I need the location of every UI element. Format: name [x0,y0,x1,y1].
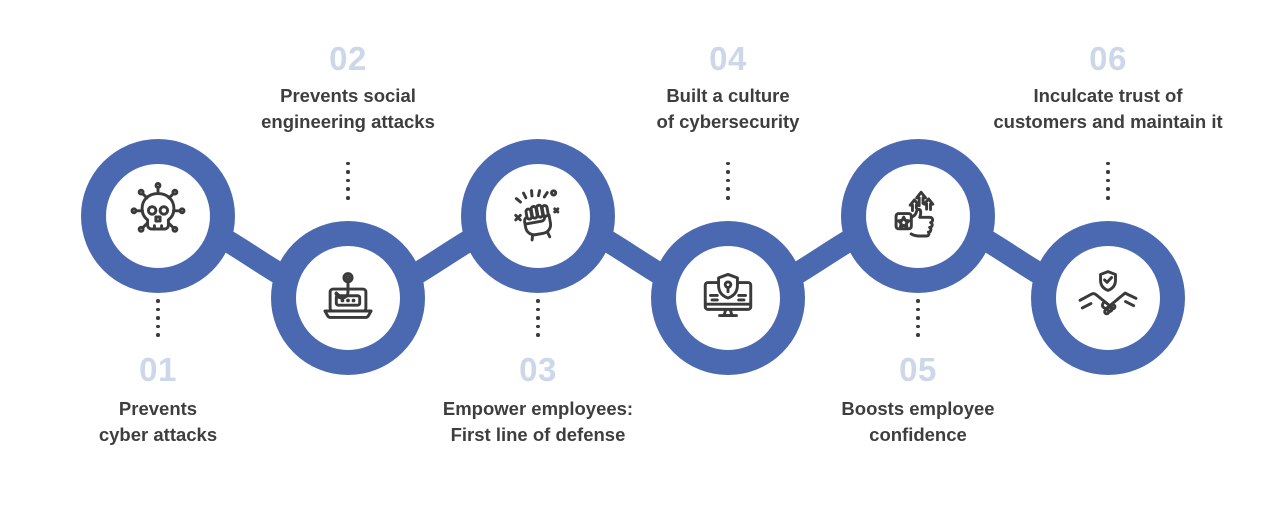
step-number: 02 [329,40,367,77]
step-label-line2: cyber attacks [98,424,218,446]
dotted-connector [178,161,518,200]
step-circle [271,221,425,375]
step-label-line1: Prevents social [280,85,416,106]
step-label-line1: Empower employees: [442,397,634,419]
step-06: 06 Inculcate trust of customers and main… [938,42,1278,200]
step-label-line1: Prevents [118,397,198,419]
step-circle [841,139,995,293]
virus-skull-icon [130,182,186,233]
step-number: 01 [139,350,177,388]
step-05: 05 Boosts employee confidence [748,299,1088,449]
thumbs-up-boost-icon [894,190,935,238]
step-label-line1: Boosts employee [841,397,995,419]
step-circle [1031,221,1185,375]
step-number: 05 [899,350,937,388]
step-label-line2: engineering attacks [261,111,435,133]
step-label-line2: confidence [869,424,967,446]
step-label-line2: First line of defense [450,424,626,446]
dotted-connector [0,299,328,337]
step-label-line2: customers and maintain it [993,111,1223,133]
trust-handshake-icon [1078,270,1138,316]
secure-monitor-icon [703,272,753,318]
step-label-line2: of cybersecurity [656,111,800,133]
empowerment-fist-icon [514,189,560,242]
step-label-line1: Built a culture [666,85,790,106]
step-label: Built a culture of cybersecurity [558,83,898,136]
step-02: 02 Prevents social engineering attacks [178,42,518,200]
step-number: 06 [1089,40,1127,77]
step-01: 01 Prevents cyber attacks [0,299,328,449]
dotted-connector [558,161,898,200]
dotted-connector [368,299,708,337]
dotted-connector [938,161,1278,200]
step-number: 03 [519,350,557,388]
step-04: 04 Built a culture of cybersecurity [558,42,898,200]
step-label: Prevents social engineering attacks [178,83,518,136]
step-label: Prevents cyber attacks [0,396,328,449]
step-label-line1: Inculcate trust of [1033,85,1183,106]
step-03: 03 Empower employees: First line of defe… [368,299,708,449]
step-label: Empower employees: First line of defense [368,396,708,449]
phishing-laptop-icon [323,272,373,319]
step-label: Inculcate trust of customers and maintai… [938,83,1278,136]
dotted-connector [748,299,1088,337]
step-number: 04 [709,40,747,77]
step-label: Boosts employee confidence [748,396,1088,449]
